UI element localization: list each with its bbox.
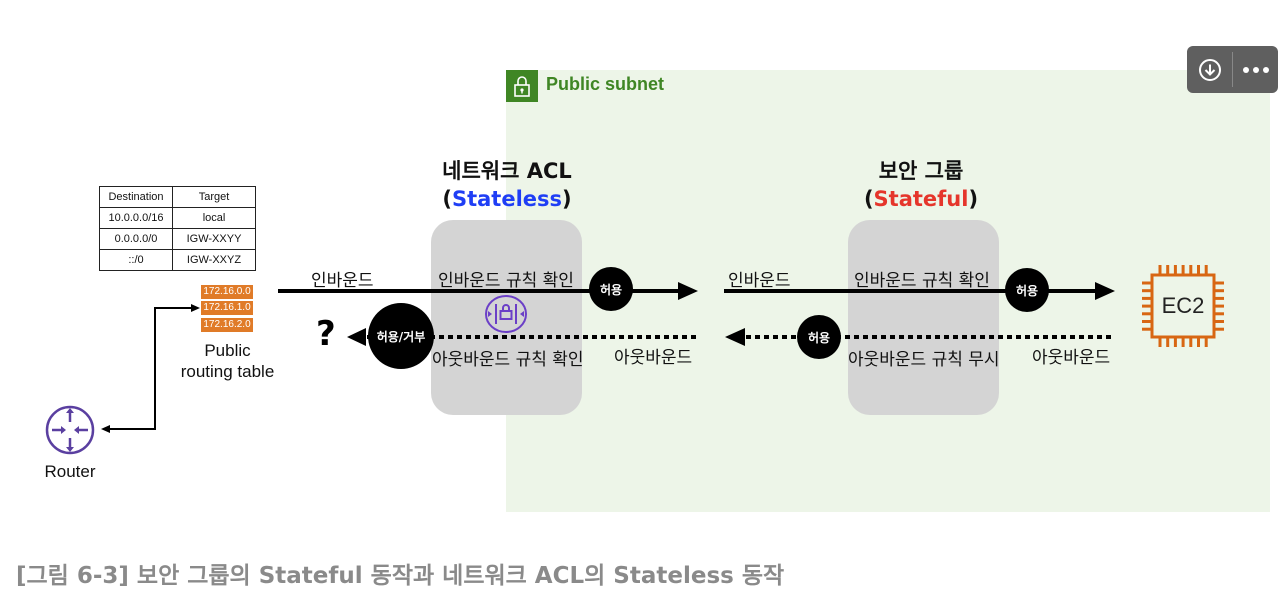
outbound-label-middle: 아웃바운드 [614, 348, 693, 368]
sg-title: 보안 그룹 (Stateful) [863, 159, 979, 211]
security-group-box [848, 220, 999, 415]
ec2-label: EC2 [1161, 293, 1205, 318]
figure-caption: [그림 6-3] 보안 그룹의 Stateful 동작과 네트워크 ACL의 S… [16, 563, 785, 589]
rt-header-target: Target [172, 186, 256, 208]
sg-outbound-ignore: 아웃바운드 규칙 무시 [848, 350, 1000, 370]
route-table: Destination Target 10.0.0.0/16 local 0.0… [99, 186, 256, 271]
table-row: 0.0.0.0/0 IGW-XXYY [99, 228, 256, 250]
question-mark: ? [316, 314, 336, 354]
acl-inbound-check: 인바운드 규칙 확인 [438, 271, 574, 291]
inbound-label-left: 인바운드 [311, 271, 374, 291]
routing-table-label: Public routing table [180, 341, 275, 381]
outbound-label-right: 아웃바운드 [1032, 348, 1111, 368]
acl-title: 네트워크 ACL (Stateless) [442, 159, 572, 211]
sg-allow-badge: 허용 [1005, 268, 1049, 312]
download-button[interactable] [1187, 46, 1232, 93]
ec2-icon [1142, 265, 1224, 347]
rt-header-destination: Destination [99, 186, 173, 208]
sg-mode: Stateful [873, 187, 969, 211]
lock-icon [506, 70, 538, 102]
router-connector [106, 307, 196, 430]
ec2-instance: EC2 [1140, 263, 1226, 349]
network-acl-box [431, 220, 582, 415]
cidr-block: 172.16.0.0 [201, 285, 253, 299]
acl-allow-deny-badge: 허용/거부 [368, 303, 434, 369]
sg-inbound-check: 인바운드 규칙 확인 [854, 271, 990, 291]
acl-allow-badge: 허용 [589, 267, 633, 311]
network-acl-icon [485, 295, 527, 333]
router-icon [45, 405, 95, 455]
image-toolbar [1187, 46, 1278, 93]
more-icon [1242, 66, 1269, 73]
router-label: Router [44, 462, 96, 481]
cidr-block: 172.16.1.0 [201, 301, 253, 315]
more-options-button[interactable] [1233, 46, 1278, 93]
table-row: 10.0.0.0/16 local [99, 207, 256, 229]
table-row: ::/0 IGW-XXYZ [99, 249, 256, 271]
inbound-label-right: 인바운드 [728, 271, 791, 291]
acl-outbound-check: 아웃바운드 규칙 확인 [432, 350, 584, 370]
acl-mode: Stateless [451, 187, 563, 211]
subnet-label: Public subnet [546, 74, 665, 94]
download-icon [1198, 58, 1221, 81]
cidr-block: 172.16.2.0 [201, 318, 253, 332]
sg-outbound-allow-badge: 허용 [797, 315, 841, 359]
